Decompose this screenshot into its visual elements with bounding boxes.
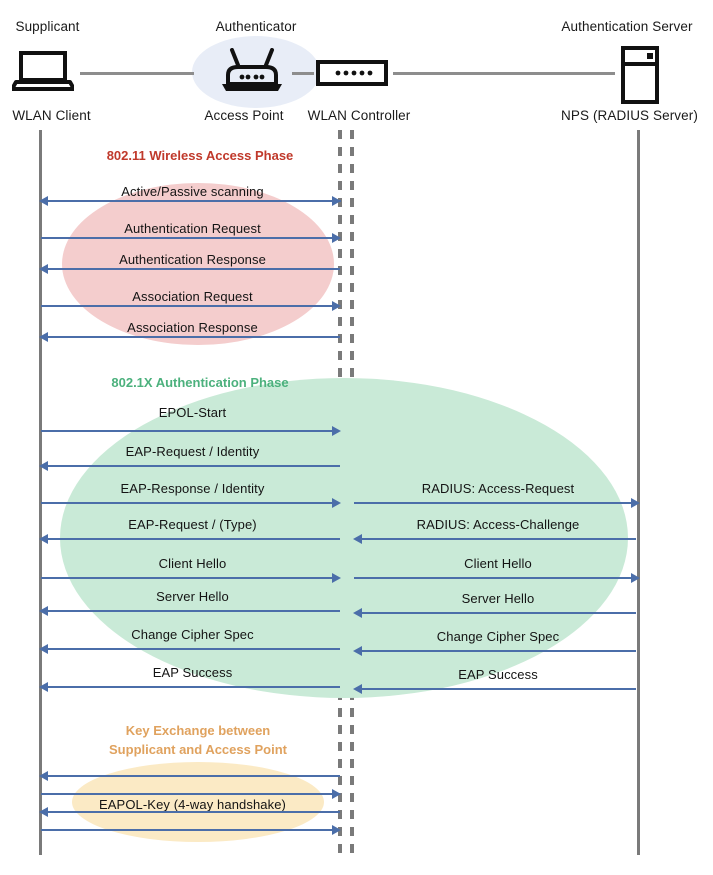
message-label: Active/Passive scanning — [121, 184, 264, 199]
phase-key-exchange-label-line2: Supplicant and Access Point — [109, 742, 287, 757]
message-line — [358, 688, 636, 690]
link-controller-to-server — [393, 72, 615, 75]
laptop-icon — [10, 50, 76, 97]
message-label: Client Hello — [464, 556, 532, 571]
message-line — [44, 610, 340, 612]
actor-role-authenticator: Authenticator — [215, 19, 297, 34]
arrow-head-left-icon — [39, 644, 48, 654]
message-line — [44, 200, 341, 202]
message-line — [44, 811, 340, 813]
arrow-head-left-icon — [39, 264, 48, 274]
link-client-to-ap — [80, 72, 194, 75]
arrow-head-left-icon — [39, 196, 48, 206]
actor-device-wlan-client: WLAN Client — [12, 108, 91, 123]
actor-role-supplicant: Supplicant — [15, 19, 80, 34]
arrow-head-left-icon — [39, 807, 48, 817]
actor-role-auth-server: Authentication Server — [561, 19, 693, 34]
arrow-head-left-icon — [39, 332, 48, 342]
actor-device-wlan-controller: WLAN Controller — [307, 108, 411, 123]
message-label: Client Hello — [158, 556, 227, 571]
arrow-head-left-icon — [39, 682, 48, 692]
arrow-head-right-icon — [332, 426, 341, 436]
message-label: EAP Success — [458, 667, 538, 682]
message-label: EAP-Response / Identity — [120, 481, 265, 496]
message-label: Authentication Request — [124, 221, 261, 236]
arrow-head-right-icon — [332, 573, 341, 583]
message-line — [358, 612, 636, 614]
message-label: Change Cipher Spec — [436, 629, 560, 644]
message-line — [358, 538, 636, 540]
arrow-head-left-icon — [39, 461, 48, 471]
message-label: Association Response — [127, 320, 258, 335]
arrow-head-left-icon — [39, 771, 48, 781]
arrow-head-right-icon — [631, 498, 640, 508]
arrow-head-right-icon — [332, 825, 341, 835]
arrow-head-left-icon — [39, 534, 48, 544]
arrow-head-right-icon — [332, 233, 341, 243]
message-line — [44, 538, 340, 540]
message-label: Server Hello — [156, 589, 229, 604]
wlan-controller-icon — [316, 60, 388, 91]
arrow-head-left-icon — [353, 646, 362, 656]
message-line — [41, 305, 335, 307]
arrow-head-left-icon — [353, 608, 362, 618]
phase-80211-label: 802.11 Wireless Access Phase — [106, 148, 294, 163]
message-line — [41, 430, 335, 432]
phase-8021x-label: 802.1X Authentication Phase — [111, 375, 289, 390]
actor-device-access-point: Access Point — [204, 108, 284, 123]
message-line — [354, 502, 633, 504]
message-line — [41, 793, 335, 795]
server-icon — [620, 46, 660, 109]
phase-80211-ellipse — [62, 183, 334, 345]
arrow-head-left-icon — [39, 606, 48, 616]
message-label: Authentication Response — [119, 252, 266, 267]
arrow-head-right-icon — [332, 498, 341, 508]
message-label: EAP Success — [152, 665, 233, 680]
lifeline-supplicant — [39, 130, 42, 855]
link-ap-to-controller — [292, 72, 314, 75]
message-line — [41, 577, 335, 579]
message-line — [44, 686, 340, 688]
message-line — [41, 502, 335, 504]
arrow-head-left-icon — [353, 684, 362, 694]
message-line — [44, 465, 340, 467]
message-label: Association Request — [132, 289, 253, 304]
eapol-key-label: EAPOL-Key (4-way handshake) — [99, 797, 286, 812]
message-line — [44, 648, 340, 650]
lifeline-auth-server — [637, 130, 640, 855]
message-label: RADIUS: Access-Challenge — [416, 517, 580, 532]
phase-key-exchange-label-line1: Key Exchange between — [125, 723, 271, 738]
arrow-head-right-icon — [631, 573, 640, 583]
arrow-head-right-icon — [332, 789, 341, 799]
message-label: EAP-Request / (Type) — [128, 517, 257, 532]
message-line — [358, 650, 636, 652]
message-label: EPOL-Start — [158, 405, 227, 420]
message-line — [44, 268, 340, 270]
arrow-head-right-icon — [332, 301, 341, 311]
access-point-icon — [216, 48, 288, 99]
message-line — [44, 336, 340, 338]
message-line — [41, 237, 335, 239]
arrow-head-right-icon — [332, 196, 341, 206]
message-label: EAP-Request / Identity — [125, 444, 260, 459]
message-label: RADIUS: Access-Request — [421, 481, 575, 496]
message-label: Server Hello — [461, 591, 535, 606]
message-line — [41, 829, 335, 831]
message-label: Change Cipher Spec — [131, 627, 254, 642]
message-line — [44, 775, 340, 777]
actor-device-nps: NPS (RADIUS Server) — [561, 108, 698, 123]
arrow-head-left-icon — [353, 534, 362, 544]
message-line — [354, 577, 633, 579]
